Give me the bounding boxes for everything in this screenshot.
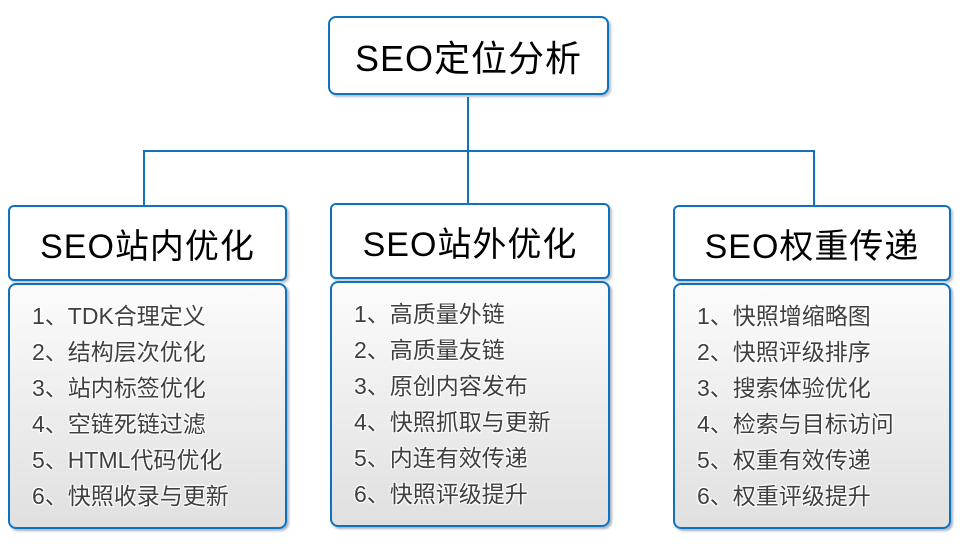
branch-header-label: SEO站内优化 (40, 227, 255, 266)
list-item: 3、站内标签优化 (32, 375, 206, 401)
list-item: 3、搜索体验优化 (697, 375, 871, 401)
connector-root-drop (467, 97, 469, 150)
branch-weight-transfer: SEO权重传递 1、快照增缩略图 2、快照评级排序 3、搜索体验优化 4、检索与目标访… (673, 205, 951, 529)
branch-header-label: SEO站外优化 (362, 225, 578, 264)
list-item: 4、快照抓取与更新 (354, 409, 551, 435)
list-item: 6、权重评级提升 (697, 483, 871, 509)
branch-list-onsite: 1、TDK合理定义 2、结构层次优化 3、站内标签优化 4、空链死链过滤 5、HTML代… (8, 283, 287, 529)
branch-offsite-optimization: SEO站外优化 1、高质量外链 2、高质量友链 3、原创内容发布 4、快照抓取与更新 5… (330, 203, 610, 527)
list-item: 2、结构层次优化 (32, 339, 206, 365)
list-item: 5、权重有效传递 (697, 447, 871, 473)
branch-list-weight: 1、快照增缩略图 2、快照评级排序 3、搜索体验优化 4、检索与目标访问 5、权重有效传… (673, 283, 951, 529)
branch-header-label: SEO权重传递 (704, 227, 920, 266)
list-item: 4、空链死链过滤 (32, 411, 206, 437)
branch-header-onsite: SEO站内优化 (8, 205, 287, 281)
connector-rail (143, 150, 815, 152)
branch-onsite-optimization: SEO站内优化 1、TDK合理定义 2、结构层次优化 3、站内标签优化 4、空链死链过… (8, 205, 287, 529)
branch-header-offsite: SEO站外优化 (330, 203, 610, 279)
list-item: 3、原创内容发布 (354, 373, 528, 399)
root-node: SEO定位分析 (328, 16, 609, 95)
branch-header-weight: SEO权重传递 (673, 205, 951, 281)
list-item: 1、快照增缩略图 (697, 303, 871, 329)
list-item: 6、快照收录与更新 (32, 483, 229, 509)
item-list: 1、快照增缩略图 2、快照评级排序 3、搜索体验优化 4、检索与目标访问 5、权重有效传… (697, 298, 941, 514)
connector-right-drop (813, 152, 815, 205)
list-item: 2、快照评级排序 (697, 339, 871, 365)
connector-left-drop (143, 152, 145, 205)
connector-middle-drop (467, 152, 469, 203)
list-item: 6、快照评级提升 (354, 481, 528, 507)
root-node-label: SEO定位分析 (354, 37, 583, 79)
list-item: 5、内连有效传递 (354, 445, 528, 471)
list-item: 2、高质量友链 (354, 337, 505, 363)
branch-list-offsite: 1、高质量外链 2、高质量友链 3、原创内容发布 4、快照抓取与更新 5、内连有效传递 6… (330, 281, 610, 527)
list-item: 1、高质量外链 (354, 301, 505, 327)
list-item: 4、检索与目标访问 (697, 411, 894, 437)
item-list: 1、高质量外链 2、高质量友链 3、原创内容发布 4、快照抓取与更新 5、内连有效传递 6… (354, 296, 600, 512)
list-item: 5、HTML代码优化 (32, 447, 223, 473)
item-list: 1、TDK合理定义 2、结构层次优化 3、站内标签优化 4、空链死链过滤 5、HTML代… (32, 298, 277, 514)
list-item: 1、TDK合理定义 (32, 303, 206, 329)
